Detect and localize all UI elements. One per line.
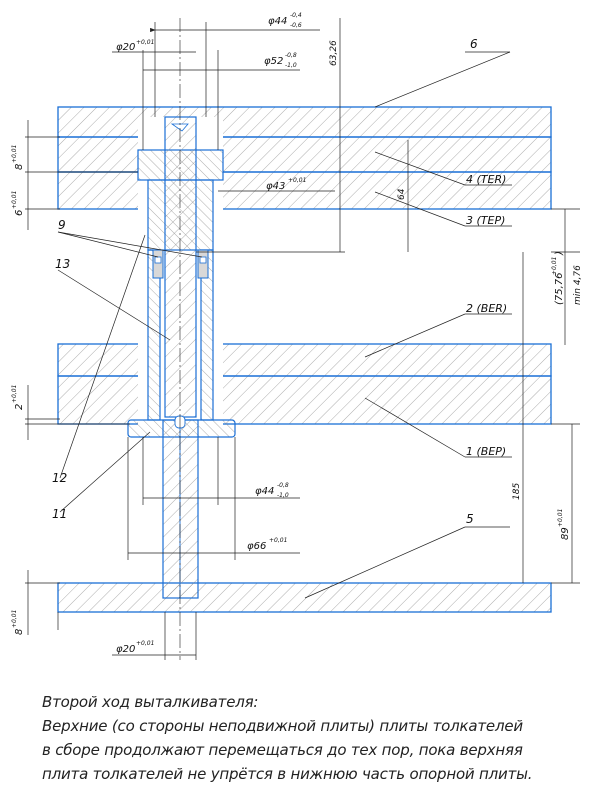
dim-d20-bottom: φ20 +0,01: [116, 640, 154, 655]
svg-text:φ20: φ20: [116, 644, 135, 655]
callout-6: 6: [470, 37, 478, 51]
dim-d64: 64: [397, 188, 407, 200]
dim-d43: φ43 +0,01: [266, 177, 306, 192]
dim-d66: φ66 +0,01: [247, 537, 287, 552]
dim-d89: 89 +0,01: [557, 509, 571, 540]
callout-3: 3 (TEP): [466, 214, 505, 227]
dim-d52: φ52 -0,8 -1,0: [264, 52, 297, 69]
callout-9: 9: [58, 218, 66, 232]
svg-text:+0,01: +0,01: [136, 39, 154, 46]
svg-text:φ52: φ52: [264, 56, 283, 67]
svg-text:+0,01: +0,01: [557, 509, 564, 527]
dim-d44-bottom: φ44 -0,8 -1,0: [255, 482, 289, 499]
svg-text:+0,01: +0,01: [551, 257, 558, 275]
dimension-lines: [25, 18, 580, 660]
svg-text:φ44: φ44: [255, 486, 274, 497]
callout-11: 11: [52, 507, 67, 521]
svg-text:(75,76: (75,76: [554, 272, 565, 305]
svg-text:+0,01: +0,01: [11, 385, 18, 403]
dim-d6-left: 6 +0,01: [11, 191, 25, 216]
svg-text:89: 89: [560, 527, 571, 540]
svg-text:-0,6: -0,6: [290, 22, 302, 29]
plate-6: [57, 106, 552, 138]
callout-4: 4 (TER): [466, 173, 506, 186]
svg-text:2: 2: [14, 404, 25, 410]
plate-5: [57, 582, 552, 613]
svg-text:+0,01: +0,01: [136, 640, 154, 647]
plate-2-ber: [57, 343, 552, 377]
svg-text:-0,4: -0,4: [290, 12, 302, 19]
callout-12: 12: [52, 471, 67, 485]
dim-d6326: 63,26: [329, 40, 339, 66]
dim-d185: 185: [512, 483, 522, 500]
plate-4-ter: [57, 136, 552, 173]
ejector-assembly-drawing: φ44 -0,4 -0,6 φ20 +0,01 φ52 -0,8 -1,0 63…: [11, 12, 583, 660]
dim-d20-top: φ20 +0,01: [116, 39, 154, 53]
svg-text:6: 6: [14, 210, 25, 216]
svg-text:-0,8: -0,8: [277, 482, 289, 489]
svg-text:8: 8: [14, 629, 25, 635]
svg-text:-0,8: -0,8: [285, 52, 297, 59]
svg-text:φ20: φ20: [116, 42, 135, 53]
callout-5: 5: [466, 512, 474, 526]
svg-text:+0,01: +0,01: [11, 610, 18, 628]
caption-line-3: в сборе продолжают перемещаться до тех п…: [42, 741, 523, 759]
svg-text:-1,0: -1,0: [277, 492, 289, 499]
ejector-pin: [162, 116, 199, 599]
dim-d44-top: φ44 -0,4 -0,6: [268, 12, 302, 29]
dim-min: min 4,76: [573, 265, 583, 305]
dim-d8-left: 8 +0,01: [11, 145, 25, 170]
caption: Второй ход выталкивателя: Верхние (со ст…: [0, 690, 612, 786]
dim-d2-left: 2 +0,01: [11, 385, 25, 410]
callout-13: 13: [55, 257, 70, 271]
svg-text:+0,01: +0,01: [11, 191, 18, 209]
svg-text:+0,01: +0,01: [288, 177, 306, 184]
svg-text:): ): [554, 251, 565, 256]
leader-lines: [57, 51, 512, 599]
callout-2: 2 (BER): [466, 302, 507, 315]
plate-1-bep: [57, 375, 552, 425]
dim-d7576: (75,76 +0,01 ): [551, 251, 565, 305]
svg-text:+0,01: +0,01: [269, 537, 287, 544]
svg-text:-1,0: -1,0: [285, 62, 297, 69]
dim-d8-bottom: 8 +0,01: [11, 610, 25, 635]
svg-text:φ44: φ44: [268, 16, 287, 27]
caption-line-4: плита толкателей не упрётся в нижнюю час…: [42, 765, 533, 783]
svg-text:φ43: φ43: [266, 181, 285, 192]
svg-text:+0,01: +0,01: [11, 145, 18, 163]
caption-line-1: Второй ход выталкивателя:: [42, 693, 259, 711]
svg-text:8: 8: [14, 164, 25, 170]
svg-text:φ66: φ66: [247, 541, 266, 552]
caption-line-2: Верхние (со стороны неподвижной плиты) п…: [42, 717, 523, 735]
callout-1: 1 (BEP): [466, 445, 506, 458]
